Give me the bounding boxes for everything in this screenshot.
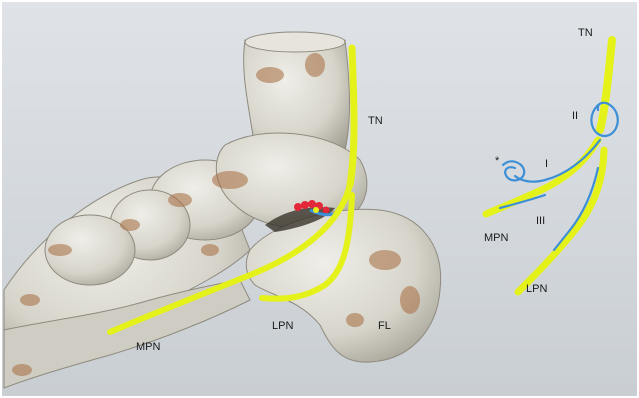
label-asterisk: * (495, 155, 500, 167)
label-lpn-left: LPN (272, 320, 293, 332)
label-branch-iii: III (536, 215, 545, 227)
label-tn-left: TN (368, 115, 383, 127)
tibia-top (245, 32, 345, 52)
label-tn-right: TN (578, 27, 593, 39)
label-lpn-right: LPN (526, 283, 547, 295)
label-branch-i: I (545, 158, 548, 170)
label-fl-left: FL (378, 320, 391, 332)
label-branch-ii: II (572, 110, 578, 122)
tibial-nerve (350, 48, 354, 185)
label-mpn-left: MPN (136, 341, 161, 353)
label-mpn-right: MPN (484, 232, 509, 244)
